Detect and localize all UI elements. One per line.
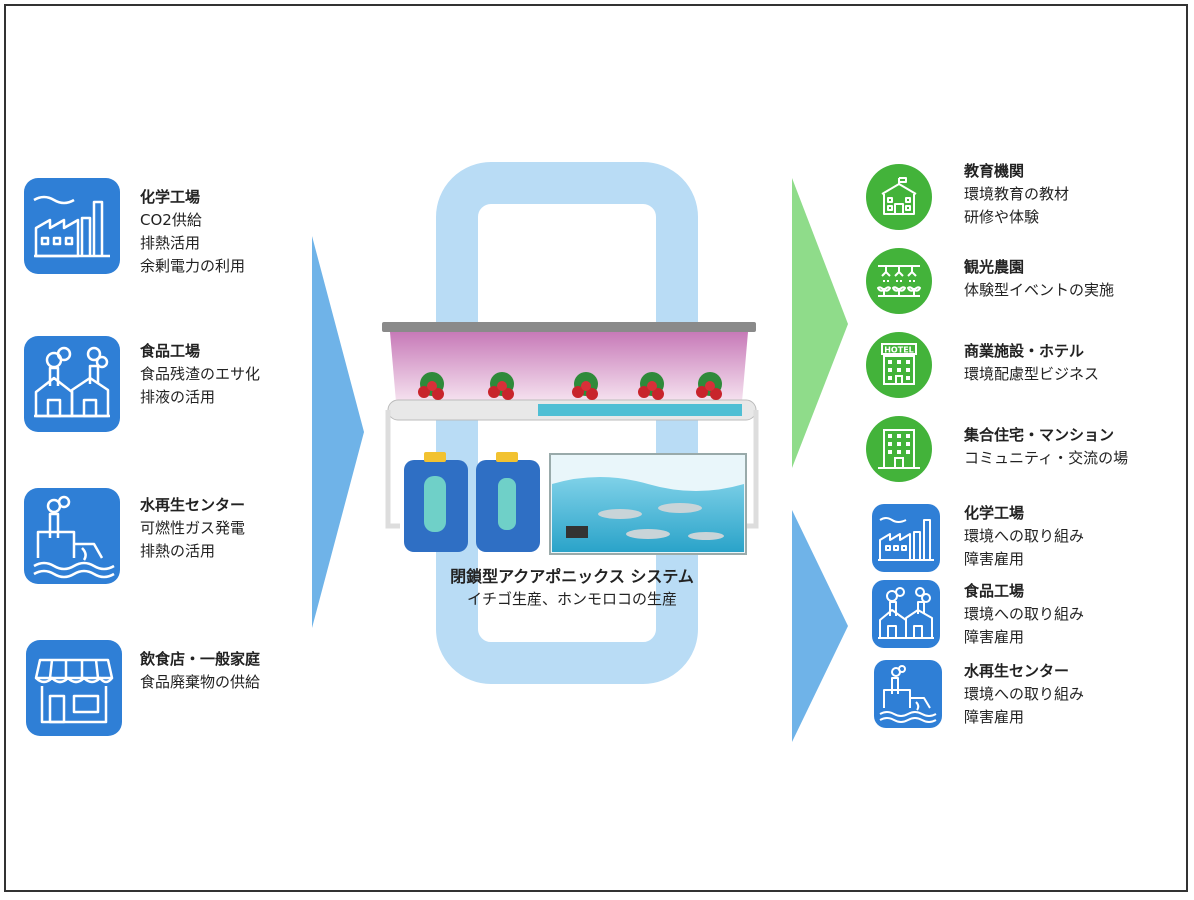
school-icon (866, 164, 932, 230)
item-line: CO2供給 (140, 211, 202, 229)
item-line: 体験型イベントの実施 (964, 281, 1115, 299)
right-item-3: 商業施設・ホテル 環境配慮型ビジネス (964, 340, 1099, 386)
chemical-factory-icon (24, 178, 120, 274)
system-title: 閉鎖型アクアポニックス システム (450, 567, 694, 586)
item-title: 教育機関 (964, 162, 1025, 180)
item-line: 食品残渣のエサ化 (140, 365, 261, 383)
right-item-2: 観光農園 体験型イベントの実施 (964, 256, 1114, 302)
item-title: 化学工場 (964, 504, 1025, 522)
item-line: 排液の活用 (140, 388, 216, 406)
item-title: 化学工場 (140, 188, 201, 206)
food-factory-icon (24, 336, 120, 432)
system-caption: 閉鎖型アクアポニックス システム イチゴ生産、ホンモロコの生産 (380, 566, 764, 610)
item-line: 障害雇用 (964, 628, 1025, 646)
fish-tank (549, 453, 747, 555)
strawberry-plants (418, 372, 722, 400)
left-item-2: 食品工場 食品残渣のエサ化 排液の活用 (140, 340, 260, 409)
filter-tanks (404, 452, 540, 552)
aquaponics-system-illustration (380, 318, 764, 558)
left-item-3: 水再生センター 可燃性ガス発電 排熱の活用 (140, 494, 245, 563)
item-line: 食品廃棄物の供給 (140, 673, 261, 691)
item-line: 排熱活用 (140, 234, 201, 252)
item-line: 環境への取り組み (964, 605, 1085, 623)
water-reclamation-icon (24, 488, 120, 584)
item-title: 集合住宅・マンション (964, 426, 1115, 444)
right-item-6: 食品工場 環境への取り組み 障害雇用 (964, 580, 1084, 649)
hotel-sign-text: HOTEL (884, 346, 914, 355)
chemical-factory-icon (872, 504, 940, 572)
left-item-4: 飲食店・一般家庭 食品廃棄物の供給 (140, 648, 260, 694)
shop-icon (26, 640, 122, 736)
item-line: コミュニティ・交流の場 (964, 449, 1129, 467)
water-reclamation-icon (874, 660, 942, 728)
item-title: 飲食店・一般家庭 (140, 650, 261, 668)
item-line: 環境教育の教材 (964, 185, 1070, 203)
item-line: 環境への取り組み (964, 527, 1085, 545)
farm-sprinkler-icon (866, 248, 932, 314)
circulation-loop (436, 162, 698, 684)
item-title: 水再生センター (964, 662, 1070, 680)
item-line: 障害雇用 (964, 708, 1025, 726)
item-line: 排熱の活用 (140, 542, 216, 560)
right-item-1: 教育機関 環境教育の教材 研修や体験 (964, 160, 1069, 229)
item-title: 観光農園 (964, 258, 1025, 276)
item-line: 環境への取り組み (964, 685, 1085, 703)
left-item-1: 化学工場 CO2供給 排熱活用 余剰電力の利用 (140, 186, 245, 278)
item-line: 可燃性ガス発電 (140, 519, 246, 537)
item-line: 障害雇用 (964, 550, 1025, 568)
system-subtitle: イチゴ生産、ホンモロコの生産 (466, 590, 677, 608)
item-title: 商業施設・ホテル (964, 342, 1085, 360)
item-title: 水再生センター (140, 496, 246, 514)
right-item-4: 集合住宅・マンション コミュニティ・交流の場 (964, 424, 1128, 470)
right-item-7: 水再生センター 環境への取り組み 障害雇用 (964, 660, 1084, 729)
item-line: 研修や体験 (964, 208, 1040, 226)
item-line: 余剰電力の利用 (140, 257, 246, 275)
item-title: 食品工場 (964, 582, 1025, 600)
apartment-icon (866, 416, 932, 482)
right-item-5: 化学工場 環境への取り組み 障害雇用 (964, 502, 1084, 571)
hotel-icon: HOTEL (866, 332, 932, 398)
item-title: 食品工場 (140, 342, 201, 360)
outer-frame (4, 4, 1188, 892)
food-factory-icon (872, 580, 940, 648)
item-line: 環境配慮型ビジネス (964, 365, 1100, 383)
